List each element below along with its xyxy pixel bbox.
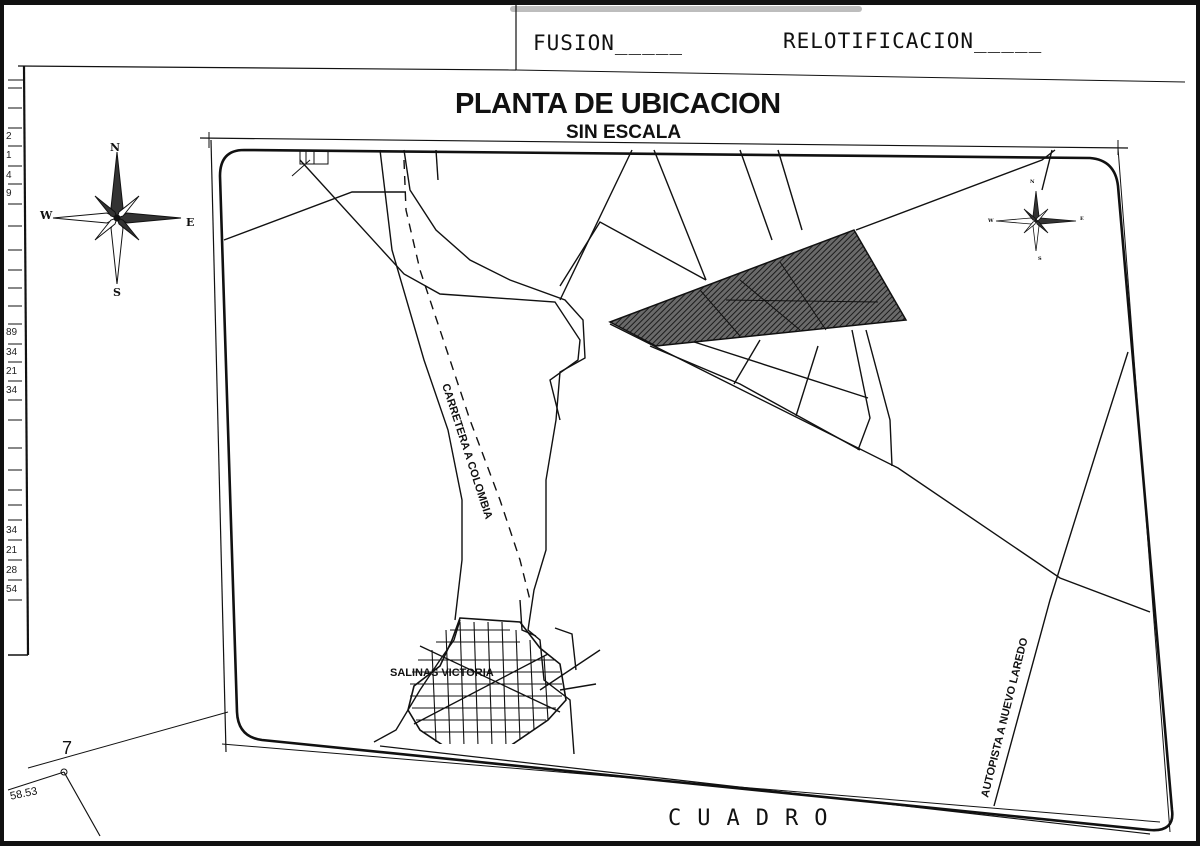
survey-point	[60, 768, 68, 776]
north-arrow-main	[52, 151, 182, 285]
margin-table	[8, 87, 22, 601]
window-bottom-edge	[0, 841, 1200, 846]
header-box-bottom-line	[515, 69, 1186, 83]
compass-north-label: N	[110, 141, 121, 154]
map-title: PLANTA DE UBICACION	[455, 88, 781, 120]
margin-number: 4	[6, 170, 12, 181]
margin-number: 34	[6, 525, 18, 536]
road-colombia-dashed	[403, 159, 531, 601]
margin-number: 28	[6, 565, 18, 576]
small-compass-west-label: W	[988, 218, 994, 224]
compass-east-label: E	[186, 216, 195, 229]
margin-number: 9	[6, 188, 12, 199]
margin-number: 89	[6, 327, 18, 338]
small-compass-south-label: S	[1038, 256, 1042, 262]
sheet-corner-line-b	[63, 771, 101, 837]
map-top-rule	[199, 137, 1129, 149]
compass-west-label: W	[40, 209, 53, 222]
window-left-edge	[0, 0, 4, 846]
map-border	[218, 148, 1174, 832]
road-autopista-label: AUTOPISTA A NUEVO LAREDO	[979, 636, 1030, 798]
lot-number: 7	[62, 738, 73, 758]
margin-number: 1	[6, 150, 12, 161]
header-fusion-label: FUSION_____	[533, 31, 684, 55]
parcel-subdivisions	[699, 261, 879, 337]
footer-cuadro-text: CUADRO	[668, 806, 844, 831]
map-subtitle: SIN ESCALA	[566, 122, 682, 143]
compass-south-label: S	[113, 286, 121, 299]
highlighted-parcel	[608, 229, 908, 347]
margin-number: 21	[6, 545, 18, 556]
small-compass-east-label: E	[1080, 216, 1084, 222]
sheet-top-line	[17, 65, 517, 71]
margin-number: 34	[6, 385, 18, 396]
road-colombia-label: CARRETERA A COLOMBIA	[439, 382, 494, 521]
scroll-indicator[interactable]	[510, 6, 862, 12]
town-grid	[407, 617, 567, 744]
header-relotificacion-label: RELOTIFICACION_____	[783, 29, 1043, 53]
margin-number: 21	[6, 366, 18, 377]
margin-number: 54	[6, 584, 18, 595]
small-compass-north-label: N	[1030, 179, 1035, 185]
sheet-left-line	[22, 65, 30, 656]
map-left-rule	[210, 139, 227, 753]
sheet-corner-line-a	[27, 711, 229, 769]
town-label: SALINAS VICTORIA	[390, 667, 494, 679]
map-lines	[223, 149, 1151, 807]
north-arrow-small	[995, 190, 1077, 252]
window-right-edge	[1196, 0, 1200, 846]
margin-number: 34	[6, 347, 18, 358]
window-top-edge	[0, 0, 1200, 5]
margin-number: 2	[6, 131, 12, 142]
